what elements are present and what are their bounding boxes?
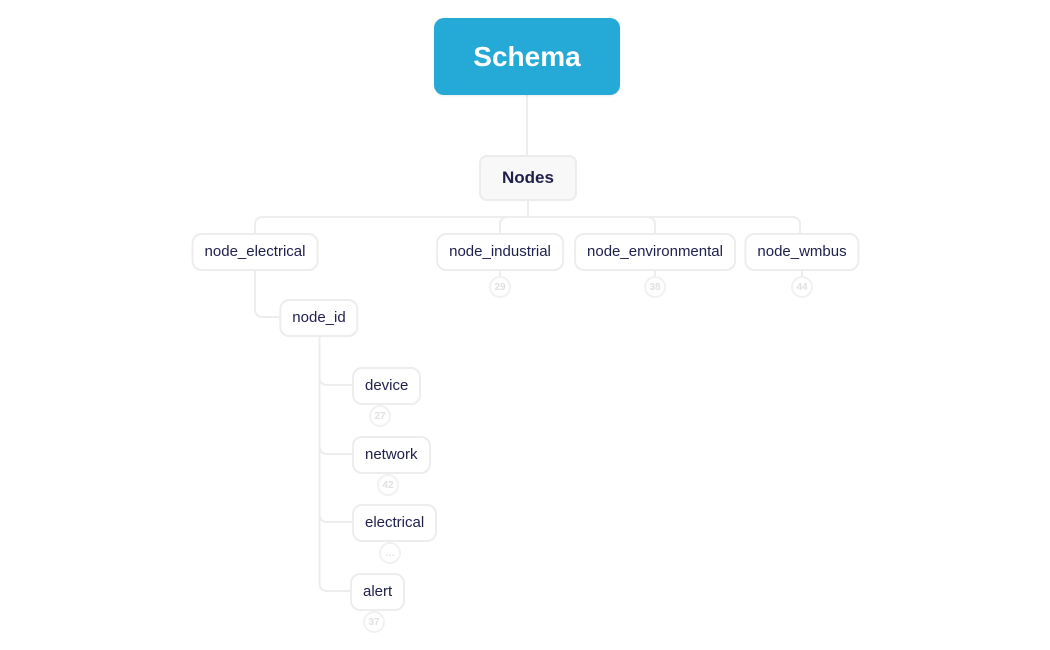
node-network[interactable]: network [352, 436, 431, 474]
connector-nodes-to-node-industrial [499, 216, 529, 234]
connector-node-id-to-device [318, 336, 353, 386]
connector-nodes-to-node-environmental [527, 216, 656, 234]
badge-electrical-count[interactable]: … [379, 542, 401, 564]
node-electrical[interactable]: electrical [352, 504, 438, 542]
badge-alert-count[interactable]: 37 [363, 611, 385, 633]
connector-node-id-to-alert [318, 336, 351, 592]
connector-node-id-to-electrical [318, 336, 353, 523]
connector-node-id-to-network [318, 336, 353, 455]
badge-network-count[interactable]: 42 [377, 474, 399, 496]
node-node-electrical[interactable]: node_electrical [191, 233, 319, 271]
connector-nodes-to-node-wmbus [527, 216, 801, 234]
node-nodes-group[interactable]: Nodes [479, 155, 577, 202]
connector-nodes-to-node-electrical [254, 216, 529, 234]
badge-device-count[interactable]: 27 [369, 405, 391, 427]
node-node-environmental[interactable]: node_environmental [574, 233, 736, 271]
badge-node-environmental-count[interactable]: 38 [644, 276, 666, 298]
node-node-industrial[interactable]: node_industrial [436, 233, 564, 271]
badge-node-industrial-count[interactable]: 29 [489, 276, 511, 298]
connector-node-electrical-to-node-id [254, 269, 287, 318]
node-device[interactable]: device [352, 367, 422, 405]
badge-node-wmbus-count[interactable]: 44 [791, 276, 813, 298]
node-alert[interactable]: alert [350, 573, 406, 611]
node-schema-root[interactable]: Schema [434, 18, 620, 95]
node-node-wmbus[interactable]: node_wmbus [744, 233, 860, 271]
node-node-id[interactable]: node_id [279, 299, 359, 337]
